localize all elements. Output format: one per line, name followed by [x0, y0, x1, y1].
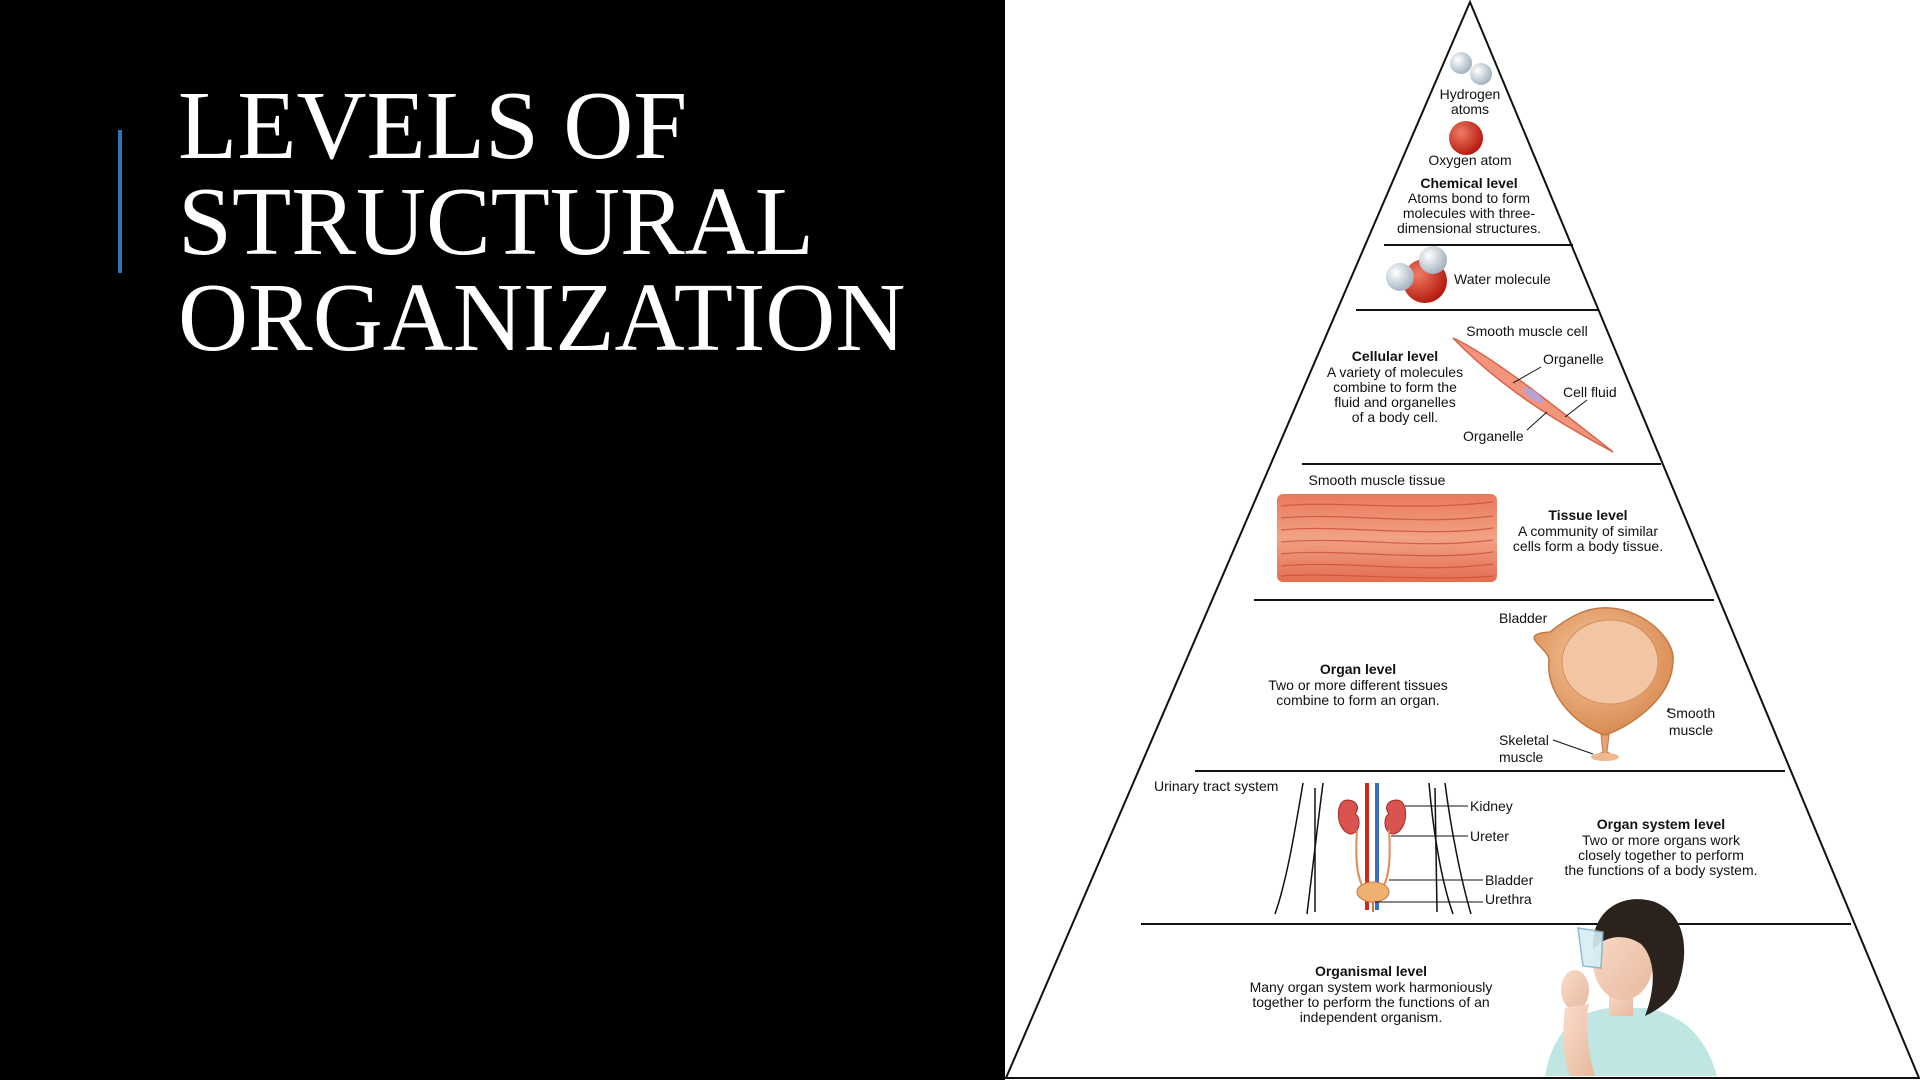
- skeletal-muscle-label-line-1: Skeletal: [1499, 732, 1549, 748]
- cellular-desc-line-1: A variety of molecules: [1327, 364, 1463, 380]
- hydrogen-label-line-1: Hydrogen: [1440, 86, 1501, 102]
- chemical-level-heading: Chemical level: [1420, 175, 1517, 191]
- smooth-muscle-tissue-label: Smooth muscle tissue: [1309, 472, 1446, 488]
- smooth-muscle-tissue-icon: [1277, 494, 1497, 582]
- cell-fluid-label: Cell fluid: [1563, 384, 1617, 400]
- organismal-desc-line-1: Many organ system work harmoniously: [1250, 979, 1493, 995]
- smooth-muscle-cell-label: Smooth muscle cell: [1466, 323, 1587, 339]
- kidney-icon: [1384, 799, 1407, 835]
- bladder-system-label: Bladder: [1485, 872, 1534, 888]
- organ-level: Bladder Organ level Two or more differen…: [1268, 607, 1715, 765]
- chemical-desc-line-3: dimensional structures.: [1397, 220, 1541, 236]
- chemical-desc-line-2: molecules with three-: [1403, 205, 1536, 221]
- levels-pyramid-diagram: Hydrogen atoms Oxygen atom Chemical leve…: [1005, 0, 1920, 1079]
- title-panel: LEVELS OF STRUCTURAL ORGANIZATION: [118, 72, 906, 371]
- smooth-muscle-label-line-1: Smooth: [1667, 705, 1715, 721]
- person-drinking-icon: [1545, 899, 1717, 1076]
- organ-level-heading: Organ level: [1320, 661, 1396, 677]
- cell-nucleus-icon: [1522, 387, 1544, 403]
- skeletal-muscle-icon: [1591, 753, 1619, 761]
- cellular-desc-line-2: combine to form the: [1333, 379, 1457, 395]
- organismal-desc-line-3: independent organism.: [1300, 1009, 1442, 1025]
- organ-system-desc-line-3: the functions of a body system.: [1565, 862, 1758, 878]
- bladder-organ-label: Bladder: [1499, 610, 1548, 626]
- tissue-desc-line-2: cells form a body tissue.: [1513, 538, 1663, 554]
- chemical-level: Hydrogen atoms Oxygen atom Chemical leve…: [1397, 52, 1541, 236]
- water-molecule-hydrogen-icon: [1386, 263, 1414, 291]
- organismal-level: Organismal level Many organ system work …: [1250, 899, 1717, 1076]
- tissue-level-heading: Tissue level: [1548, 507, 1627, 523]
- bladder-system-icon: [1356, 881, 1390, 903]
- water-molecule-label: Water molecule: [1454, 271, 1551, 287]
- title-line-3: ORGANIZATION: [178, 264, 906, 371]
- tissue-desc-line-1: A community of similar: [1518, 523, 1658, 539]
- oxygen-atom-icon: [1449, 121, 1483, 155]
- cellular-desc-line-3: fluid and organelles: [1334, 394, 1455, 410]
- skeletal-muscle-pointer: [1552, 739, 1594, 755]
- organ-system-level-heading: Organ system level: [1597, 816, 1725, 832]
- organ-desc-line-1: Two or more different tissues: [1268, 677, 1447, 693]
- organelle-top-label: Organelle: [1543, 351, 1604, 367]
- organ-system-desc-line-1: Two or more organs work: [1582, 832, 1741, 848]
- bladder-interior-icon: [1561, 619, 1659, 705]
- kidney-icon: [1337, 799, 1360, 835]
- organ-system-desc-line-2: closely together to perform: [1578, 847, 1744, 863]
- title-line-2: STRUCTURAL: [178, 168, 814, 275]
- accent-bar: [118, 130, 122, 273]
- organismal-level-heading: Organismal level: [1315, 963, 1427, 979]
- organ-desc-line-2: combine to form an organ.: [1276, 692, 1439, 708]
- pyramid-panel: Hydrogen atoms Oxygen atom Chemical leve…: [1005, 0, 1920, 1080]
- ureter-label: Ureter: [1470, 828, 1509, 844]
- organelle-bottom-label: Organelle: [1463, 428, 1524, 444]
- organelle-top-pointer: [1512, 366, 1542, 384]
- hydrogen-atom-icon: [1470, 63, 1492, 85]
- organelle-bottom-pointer: [1526, 411, 1548, 431]
- smooth-muscle-label-line-2: muscle: [1669, 722, 1714, 738]
- smooth-muscle-pointer: [1666, 707, 1670, 713]
- organ-system-level: Urinary tract system Kidney Ureter Bl: [1154, 778, 1758, 915]
- water-molecule-hydrogen-icon: [1419, 246, 1447, 274]
- urethra-system-label: Urethra: [1485, 891, 1532, 907]
- oxygen-label: Oxygen atom: [1428, 152, 1511, 168]
- hydrogen-atom-icon: [1450, 52, 1472, 74]
- tissue-fibers: [1280, 501, 1494, 579]
- cellular-level-heading: Cellular level: [1352, 348, 1438, 364]
- molecule-level: Water molecule: [1386, 246, 1551, 303]
- title-line-1: LEVELS OF: [178, 72, 688, 179]
- urinary-tract-system-label: Urinary tract system: [1154, 778, 1278, 794]
- chemical-desc-line-1: Atoms bond to form: [1408, 190, 1530, 206]
- organismal-desc-line-2: together to perform the functions of an: [1252, 994, 1489, 1010]
- slide-title: LEVELS OF STRUCTURAL ORGANIZATION: [178, 72, 906, 371]
- hydrogen-label-line-2: atoms: [1451, 101, 1489, 117]
- cellular-level: Cellular level A variety of molecules co…: [1327, 323, 1617, 453]
- cell-fluid-pointer: [1564, 399, 1588, 418]
- tissue-level: Smooth muscle tissue Tissue level A comm…: [1277, 472, 1663, 582]
- cellular-desc-line-4: of a body cell.: [1352, 409, 1438, 425]
- skeletal-muscle-label-line-2: muscle: [1499, 749, 1544, 765]
- kidney-label: Kidney: [1470, 798, 1513, 814]
